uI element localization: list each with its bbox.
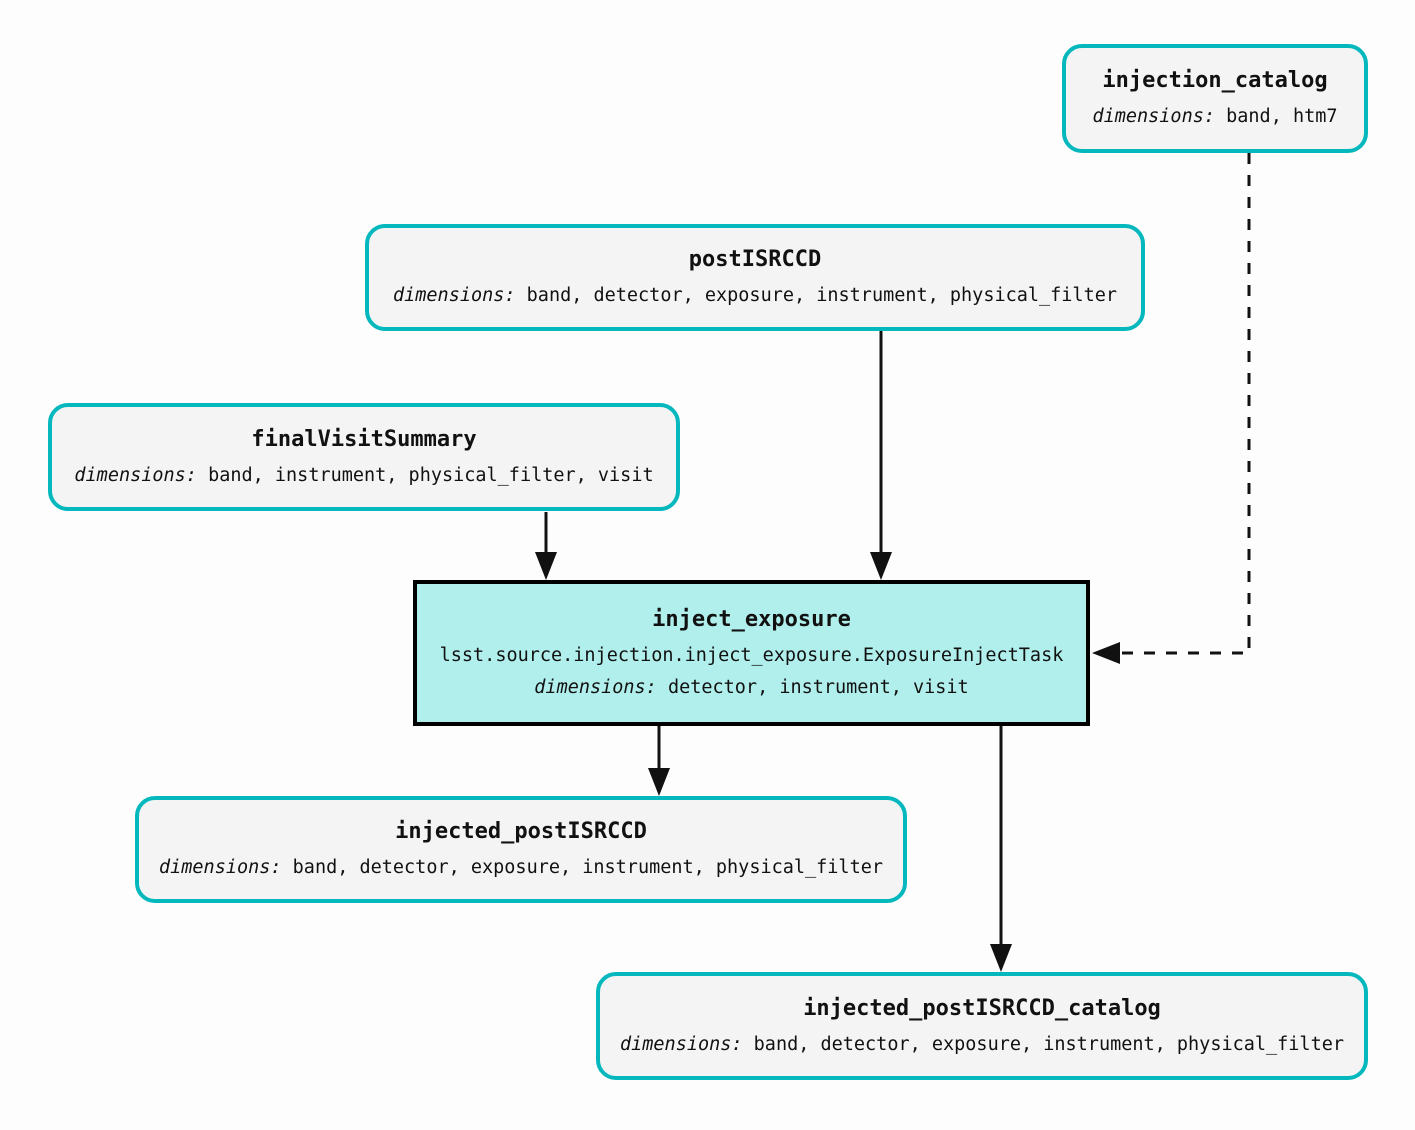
node-title: postISRCCD (688, 247, 822, 273)
node-title: finalVisitSummary (251, 426, 477, 452)
edge-postisrccd-to-inject (870, 330, 892, 580)
dimensions-value: band, htm7 (1215, 106, 1338, 128)
node-dimensions: dimensions: band, instrument, physical_f… (74, 465, 653, 486)
dimensions-value: band, detector, exposure, instrument, ph… (515, 285, 1117, 307)
node-finalvisitsummary[interactable]: finalVisitSummary dimensions: band, inst… (48, 403, 680, 511)
node-title: injection_catalog (1102, 68, 1328, 94)
dimensions-value: band, detector, exposure, instrument, ph… (281, 857, 883, 879)
node-dimensions: dimensions: band, detector, exposure, in… (159, 857, 883, 878)
dimensions-label: dimensions: (393, 285, 516, 307)
node-injected-postisrccd[interactable]: injected_postISRCCD dimensions: band, de… (135, 796, 907, 903)
dimensions-value: band, instrument, physical_filter, visit (196, 464, 654, 486)
node-injection-catalog[interactable]: injection_catalog dimensions: band, htm7 (1062, 44, 1368, 153)
node-inject-exposure[interactable]: inject_exposure lsst.source.injection.in… (413, 580, 1090, 726)
node-dimensions: dimensions: band, htm7 (1092, 106, 1337, 127)
dimensions-label: dimensions: (620, 1033, 743, 1055)
node-injected-postisrccd-catalog[interactable]: injected_postISRCCD_catalog dimensions: … (596, 972, 1368, 1080)
node-postisrccd[interactable]: postISRCCD dimensions: band, detector, e… (365, 224, 1145, 331)
edge-inject-to-injected-catalog (990, 726, 1012, 972)
dimensions-label: dimensions: (1092, 106, 1215, 128)
node-title: injected_postISRCCD_catalog (803, 995, 1161, 1021)
node-task-class: lsst.source.injection.inject_exposure.Ex… (439, 644, 1064, 666)
dimensions-value: detector, instrument, visit (656, 677, 969, 699)
dimensions-label: dimensions: (534, 677, 657, 699)
node-dimensions: dimensions: detector, instrument, visit (534, 677, 968, 698)
node-dimensions: dimensions: band, detector, exposure, in… (620, 1034, 1344, 1055)
dimensions-label: dimensions: (74, 464, 197, 486)
node-dimensions: dimensions: band, detector, exposure, in… (393, 285, 1117, 306)
dimensions-value: band, detector, exposure, instrument, ph… (742, 1033, 1344, 1055)
edge-finalvisitsummary-to-inject (535, 512, 557, 580)
node-title: injected_postISRCCD (395, 819, 647, 845)
edge-inject-to-injected-postisrccd (648, 726, 670, 796)
dimensions-label: dimensions: (159, 857, 282, 879)
node-title: inject_exposure (652, 606, 851, 632)
